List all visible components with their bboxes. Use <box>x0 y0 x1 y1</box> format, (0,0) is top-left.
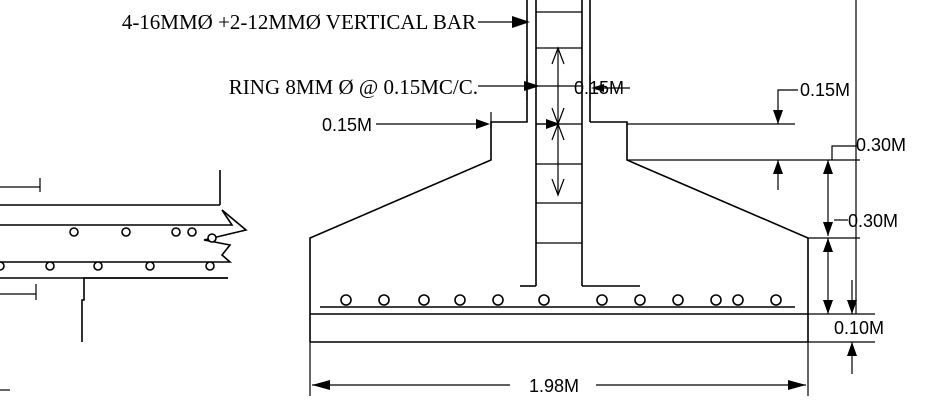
dim-030-top-leader <box>831 145 858 160</box>
footing-bar <box>340 294 352 306</box>
left-bar <box>69 227 79 237</box>
dim-015-left-label: 0.15M <box>322 115 372 135</box>
pedestal-left-outline <box>309 0 528 342</box>
dim-015-mid-arrowhead <box>591 84 604 92</box>
vertical-bar-arrowhead <box>512 16 530 28</box>
dim-198-label: 1.98M <box>529 376 579 396</box>
dim-010-label: 0.10M <box>834 318 884 338</box>
dim-030-top-label: 0.30M <box>856 135 906 155</box>
left-bar <box>207 233 217 243</box>
main-footing <box>309 0 809 343</box>
dim-030-arrow-top <box>823 160 833 174</box>
left-partial-footing-detail <box>0 170 248 391</box>
footing-bar <box>672 294 684 306</box>
left-break-symbol <box>0 209 248 263</box>
left-bar <box>187 227 197 237</box>
footing-bar <box>492 294 504 306</box>
ring-spacing-arrow <box>551 178 565 197</box>
left-bar <box>205 261 215 271</box>
dim-030-mid-label: 0.30M <box>848 211 898 231</box>
dim-015-left-arrowhead <box>476 119 490 129</box>
left-bar <box>0 261 5 271</box>
dim-015-right-leader <box>777 89 798 124</box>
dim-015-left-arrowhead2 <box>546 119 560 129</box>
dim-198-arrow-right <box>788 380 806 390</box>
footing-bar <box>538 294 550 306</box>
ring-label: RING 8MM Ø @ 0.15MC/C. <box>229 75 478 99</box>
footing-bar <box>596 294 608 306</box>
left-bar <box>93 261 103 271</box>
left-bar <box>45 261 55 271</box>
labels: 4-16MMØ +2-12MMØ VERTICAL BAR RING 8MM Ø… <box>20 6 906 398</box>
dim-015-right-arrowhead <box>773 110 783 124</box>
ring-arrowhead <box>524 81 540 91</box>
dim-015-mid-label: 0.15M <box>574 78 624 98</box>
footing-bar <box>418 294 430 306</box>
footing-bar <box>378 294 390 306</box>
footing-bar <box>710 294 722 306</box>
footing-bar <box>770 294 782 306</box>
dim-010-arrowhead <box>847 342 857 356</box>
footing-bar <box>454 294 466 306</box>
dim-198-label-bg <box>512 372 596 398</box>
left-bar <box>121 227 131 237</box>
dim-015-left-label-bg <box>300 112 372 136</box>
ring-label-bg <box>140 72 478 100</box>
dim-030-arrow-bottom <box>823 222 833 236</box>
left-bar <box>171 227 181 237</box>
dim-198-arrow-left <box>312 380 330 390</box>
ring-spacing-arrow <box>551 46 565 65</box>
dim-015-right-label: 0.15M <box>800 80 850 100</box>
vertical-bar-label: 4-16MMØ +2-12MMØ VERTICAL BAR <box>122 10 476 34</box>
pedestal-right-outline <box>590 121 809 342</box>
dim-052-arrowhead <box>773 160 783 174</box>
vertical-bar-label-bg <box>20 6 476 34</box>
dim-010-arrowhead <box>847 300 857 314</box>
dim-030-lower-arrow-bottom <box>823 300 833 314</box>
dimensions <box>309 0 875 396</box>
left-bar <box>145 261 155 271</box>
dim-030-lower-arrow-top <box>823 238 833 252</box>
footing-bar <box>634 294 646 306</box>
left-step <box>81 277 228 342</box>
footing-bar <box>732 294 744 306</box>
